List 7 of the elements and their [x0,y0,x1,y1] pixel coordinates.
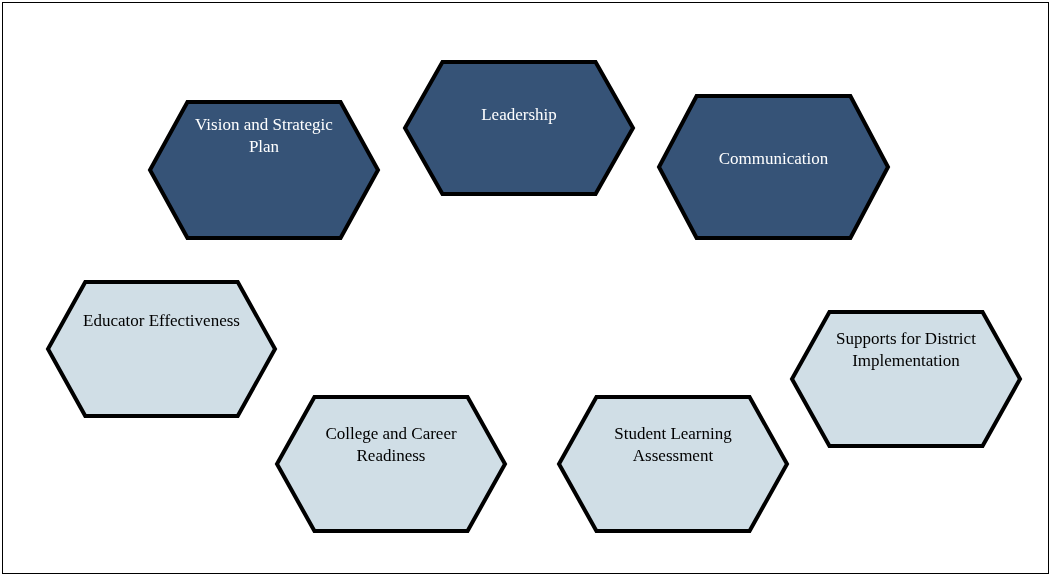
node-label: Student Learning Assessment [613,423,733,467]
node-label: Communication [717,148,830,170]
node-label: Leadership [480,104,558,126]
node-label: Educator Effectiveness [82,310,241,332]
node-label: Supports for District Implementation [835,328,977,372]
node-label: College and Career Readiness [324,423,458,467]
node-label: Vision and Strategic Plan [194,114,334,158]
